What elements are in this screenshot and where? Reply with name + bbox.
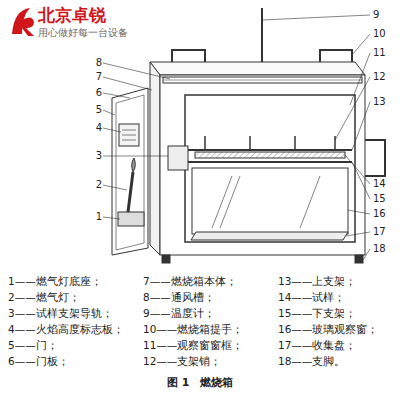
support-rail xyxy=(168,146,188,170)
upper-support xyxy=(188,149,352,151)
support-pin xyxy=(205,136,335,150)
part-list-item: 17——收集盘； xyxy=(278,339,356,351)
leader-lines xyxy=(103,15,370,260)
part-list-item: 2——燃气灯； xyxy=(8,291,80,303)
callout-number: 7 xyxy=(96,71,102,83)
part-list-item: 18——支脚。 xyxy=(278,355,345,367)
thermometer xyxy=(260,8,264,66)
part-list-item: 11——观察窗窗框； xyxy=(143,339,243,351)
part-list-item: 3——试样支架导轨； xyxy=(8,307,113,319)
part-list-item: 13——上支架； xyxy=(278,275,356,287)
callout-number: 8 xyxy=(96,57,102,69)
callout-number: 9 xyxy=(373,9,379,21)
flame-mark-board xyxy=(119,124,139,146)
callout-number: 2 xyxy=(96,179,102,191)
collecting-tray xyxy=(191,232,348,240)
part-list-item: 8——通风槽； xyxy=(143,291,215,303)
door xyxy=(112,88,148,255)
part-list-item: 12——支架销； xyxy=(143,355,221,367)
callout-number: 4 xyxy=(96,122,102,134)
callout-number: 15 xyxy=(373,193,386,205)
callout-number: 16 xyxy=(373,208,386,220)
part-list-item: 9——温度计； xyxy=(143,307,215,319)
part-list-item: 5——门； xyxy=(8,339,58,351)
part-list-item: 4——火焰高度标志板； xyxy=(8,323,124,335)
callout-number: 13 xyxy=(373,96,386,108)
glass-window xyxy=(192,168,348,234)
glass-reflection xyxy=(212,176,320,228)
callout-number: 6 xyxy=(96,87,102,99)
callout-number: 3 xyxy=(96,150,102,162)
window-frame xyxy=(185,95,355,242)
figure-caption: 图 1 燃烧箱 xyxy=(167,377,233,390)
specimen xyxy=(195,152,345,158)
callout-number: 17 xyxy=(373,226,386,238)
callout-number: 18 xyxy=(373,243,386,255)
part-list-item: 1——燃气灯底座； xyxy=(8,275,102,287)
callout-number: 5 xyxy=(96,104,102,116)
logo-icon xyxy=(12,8,34,36)
part-list-item: 15——下支架； xyxy=(278,307,356,319)
box-body xyxy=(150,62,365,255)
vent-slot xyxy=(163,77,362,83)
burner xyxy=(118,158,144,226)
lower-support xyxy=(188,161,352,163)
leg xyxy=(162,255,170,263)
part-list-item: 16——玻璃观察窗； xyxy=(278,323,378,335)
logo-name: 北京卓锐 xyxy=(38,6,106,26)
callout-number: 1 xyxy=(96,211,102,223)
part-list-item: 6——门板； xyxy=(8,355,69,367)
callout-number: 14 xyxy=(373,178,386,190)
part-list-item: 10——燃烧箱提手； xyxy=(143,323,243,335)
part-list-item: 14——试样； xyxy=(278,291,345,303)
side-handle xyxy=(365,140,385,176)
callout-number: 11 xyxy=(373,47,386,59)
logo-slogan: 用心做好每一台设备 xyxy=(38,27,128,39)
callout-number: 12 xyxy=(373,71,386,83)
leg xyxy=(355,255,363,263)
callout-number: 10 xyxy=(373,28,386,40)
part-list-item: 7——燃烧箱本体； xyxy=(143,275,237,287)
